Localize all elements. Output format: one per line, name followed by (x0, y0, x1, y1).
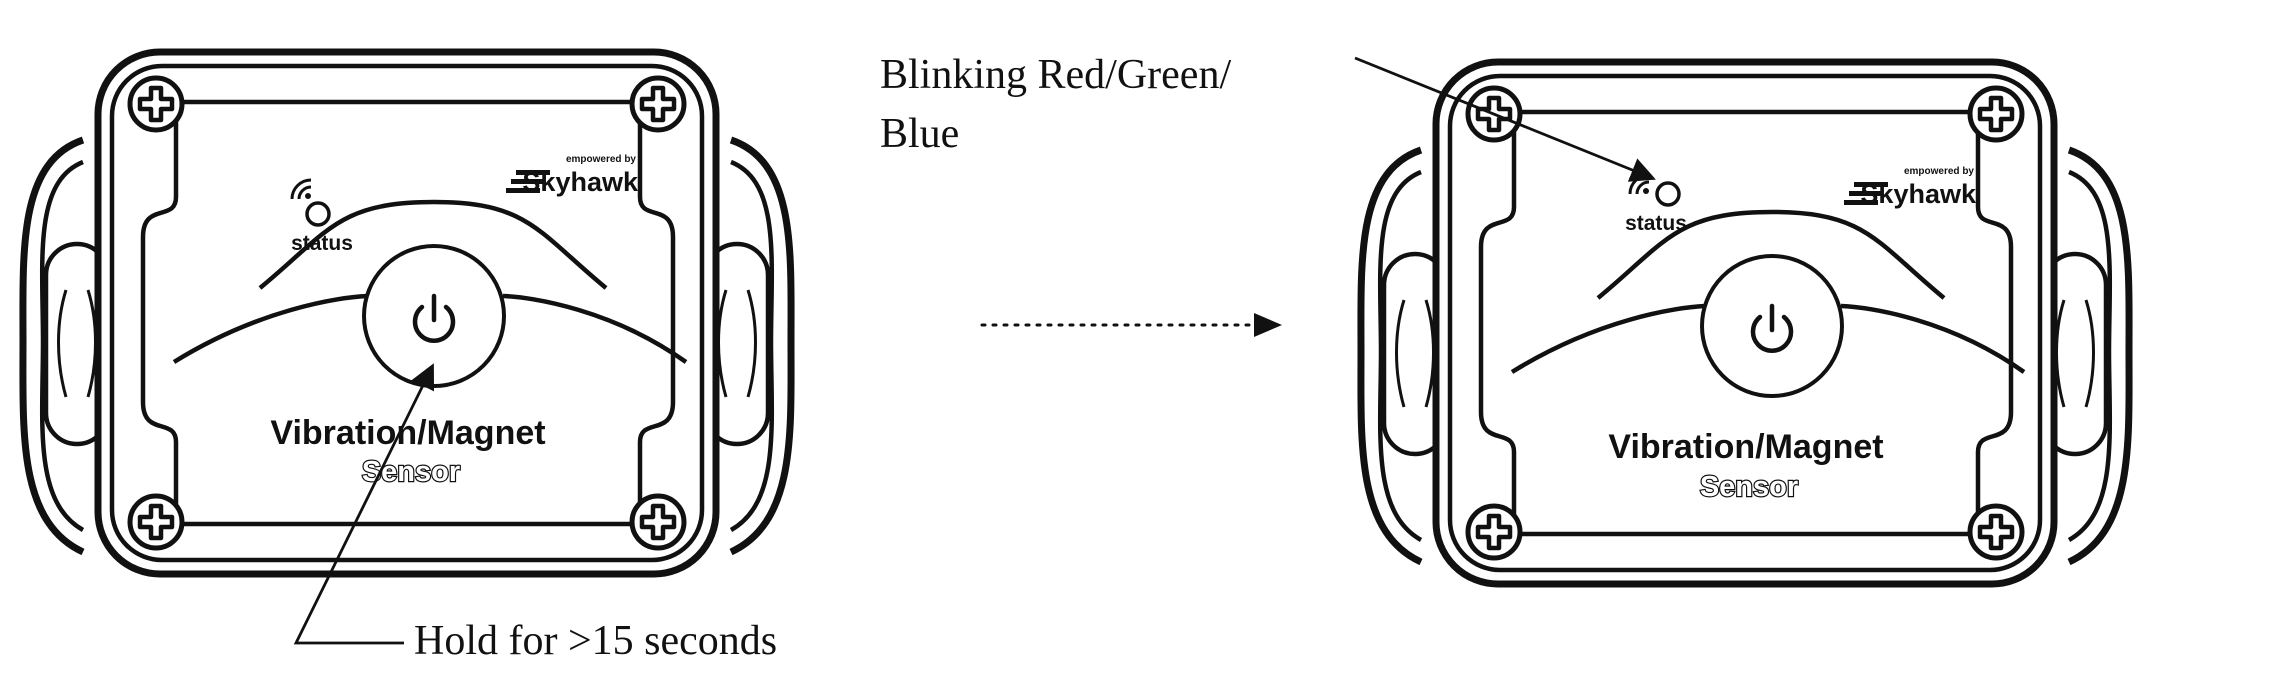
hold-pointer-line (293, 363, 435, 645)
brand-name: Skyhawk (522, 167, 639, 197)
screw-icon (130, 496, 182, 548)
button-bezel (1596, 209, 1946, 300)
product-name-line2: Sensor (1700, 471, 1798, 503)
screw-icon (632, 78, 684, 130)
button-bezel (258, 199, 608, 290)
screw-icon (1970, 88, 2022, 140)
power-icon (412, 293, 456, 343)
brand-tagline: empowered by (566, 154, 636, 165)
product-name-line1: Vibration/Magnet (1608, 428, 1883, 466)
product-name-line1: Vibration/Magnet (270, 414, 545, 452)
brand-tagline: empowered by (1904, 166, 1974, 177)
product-name-line2: Sensor (362, 456, 460, 488)
status-label: status (1625, 212, 1687, 235)
face-divider-curve (172, 293, 688, 364)
blink-label-line2: Blue (880, 111, 959, 157)
face-divider-curve (1510, 303, 2026, 374)
screw-icon (632, 496, 684, 548)
screw-icon (130, 78, 182, 130)
screw-icon (1970, 506, 2022, 558)
device-body-inner (1447, 73, 2043, 573)
screw-icon (1468, 506, 1520, 558)
brand-logo-icon (1844, 182, 1888, 205)
blink-label-line1: Blinking Red/Green/ (880, 52, 1231, 98)
status-led (305, 201, 331, 227)
power-icon (1750, 303, 1794, 353)
hold-label: Hold for >15 seconds (414, 618, 777, 664)
blink-pointer-line (1354, 56, 1656, 182)
device-body-inner (109, 63, 705, 563)
brand-name: Skyhawk (1860, 179, 1977, 209)
brand-logo-icon (506, 170, 550, 193)
transition-arrowhead-icon (1254, 313, 1282, 337)
sensor-device-left: status empowered by Skyhawk Vibration/Ma… (23, 48, 791, 578)
sensor-device-right: status empowered by Skyhawk Vibration/Ma… (1361, 58, 2129, 588)
wifi-icon (290, 178, 312, 200)
status-led (1655, 181, 1681, 207)
